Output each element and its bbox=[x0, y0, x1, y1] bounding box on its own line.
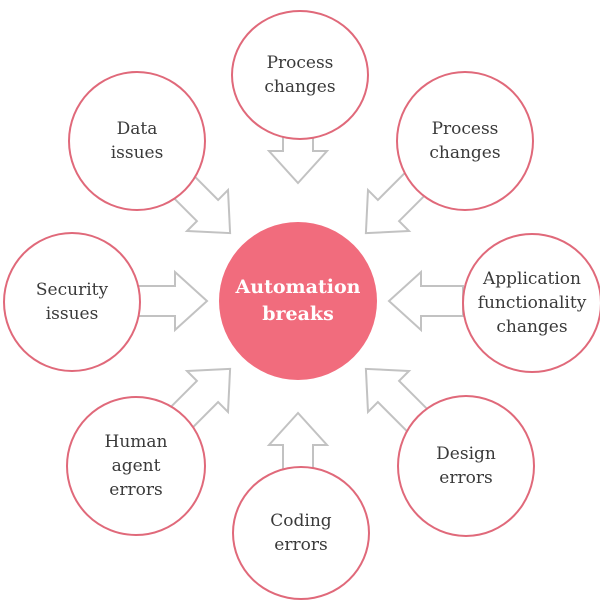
node-process-changes-top-right: Process changes bbox=[396, 71, 534, 211]
node-application-functionality-changes: Application functionality changes bbox=[462, 233, 600, 373]
arrow-from-right bbox=[387, 269, 464, 333]
node-coding-errors: Coding errors bbox=[232, 466, 370, 600]
center-node-automation-breaks: Automation breaks bbox=[219, 222, 377, 380]
node-security-issues: Security issues bbox=[3, 232, 141, 372]
node-human-agent-errors: Human agent errors bbox=[66, 396, 206, 536]
node-process-changes-top: Process changes bbox=[231, 10, 369, 140]
node-design-errors: Design errors bbox=[397, 395, 535, 537]
arrow-from-left bbox=[132, 269, 209, 333]
node-data-issues: Data issues bbox=[68, 71, 206, 211]
